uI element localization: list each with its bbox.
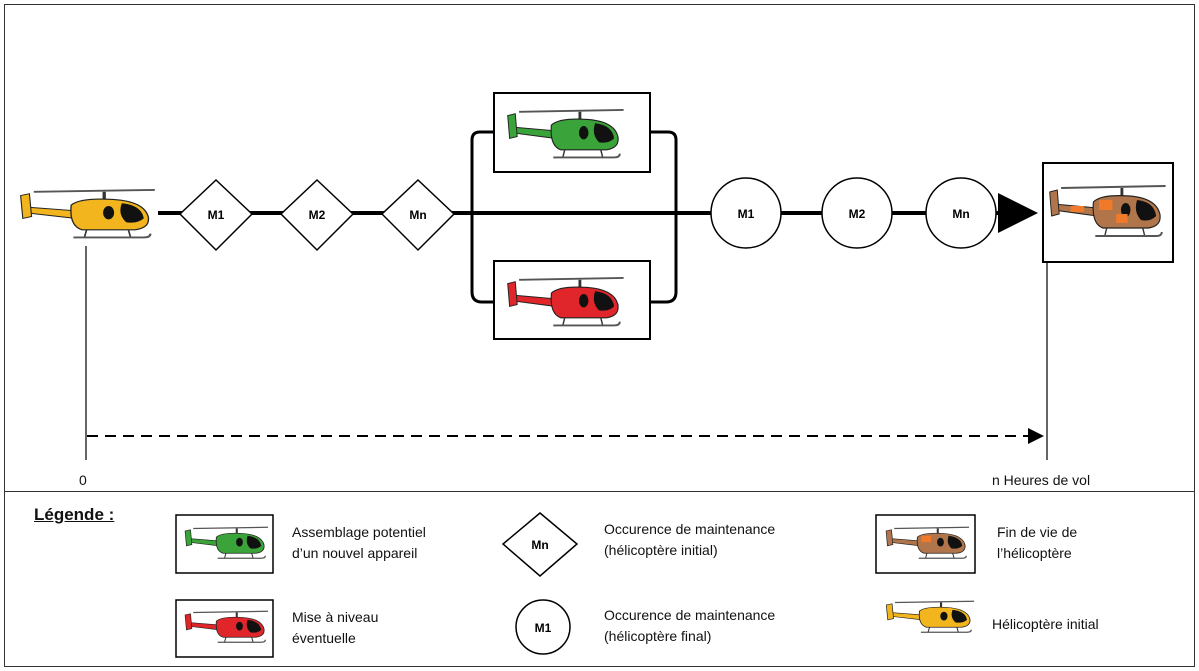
circle-m2-label: M2 [849, 207, 866, 221]
legend-green-box [175, 514, 274, 574]
diamond-m2: M2 [279, 178, 355, 252]
legend-assembly-text: Assemblage potentiel d’un nouvel apparei… [292, 524, 426, 561]
figure-frame [4, 4, 1195, 667]
diamond-mn: Mn [380, 178, 456, 252]
branch-top-right [650, 130, 678, 213]
legend-initial-maintenance-text: Occurence de maintenance (hélicoptère in… [604, 521, 776, 558]
diamond-m1-label: M1 [208, 208, 225, 222]
legend-circle-label: M1 [535, 621, 552, 635]
upgrade-box [493, 260, 651, 340]
end-of-life-box [1042, 162, 1174, 263]
legend-yellow-helicopter-icon [885, 600, 976, 634]
diamond-m2-label: M2 [309, 208, 326, 222]
legend-diamond-label: Mn [531, 538, 548, 552]
circle-mn: Mn [925, 177, 997, 249]
legend-diamond: Mn [501, 512, 579, 577]
legend-damaged-helicopter-icon [885, 526, 971, 560]
circle-mn-label: Mn [952, 207, 969, 221]
circle-m1: M1 [710, 177, 782, 249]
legend-end-of-life-text: Fin de vie de l’hélicoptère [997, 524, 1078, 561]
diamond-mn-label: Mn [409, 208, 426, 222]
circle-m1-label: M1 [738, 207, 755, 221]
branch-bottom-left [470, 213, 494, 304]
legend-upgrade-text: Mise à niveau éventuelle [292, 609, 379, 646]
branch-top-left [452, 130, 494, 215]
axis-start-label: 0 [79, 472, 87, 488]
circle-m2: M2 [821, 177, 893, 249]
legend-title: Légende : [34, 505, 115, 524]
initial-helicopter-icon [18, 188, 157, 240]
legend-end-box [875, 514, 976, 574]
diamond-m1: M1 [178, 178, 254, 252]
axis-end-label: n Heures de vol [992, 472, 1091, 488]
legend-red-box [175, 599, 274, 658]
assembly-box [493, 92, 651, 173]
branch-bottom-right [650, 213, 678, 304]
legend-final-maintenance-text: Occurence de maintenance (hélicoptère fi… [604, 607, 776, 644]
legend-divider [4, 491, 1195, 492]
legend-circle: M1 [515, 599, 571, 655]
damaged-helicopter-icon [1048, 184, 1168, 238]
legend-initial-helicopter-text: Hélicoptère initial [992, 616, 1099, 632]
